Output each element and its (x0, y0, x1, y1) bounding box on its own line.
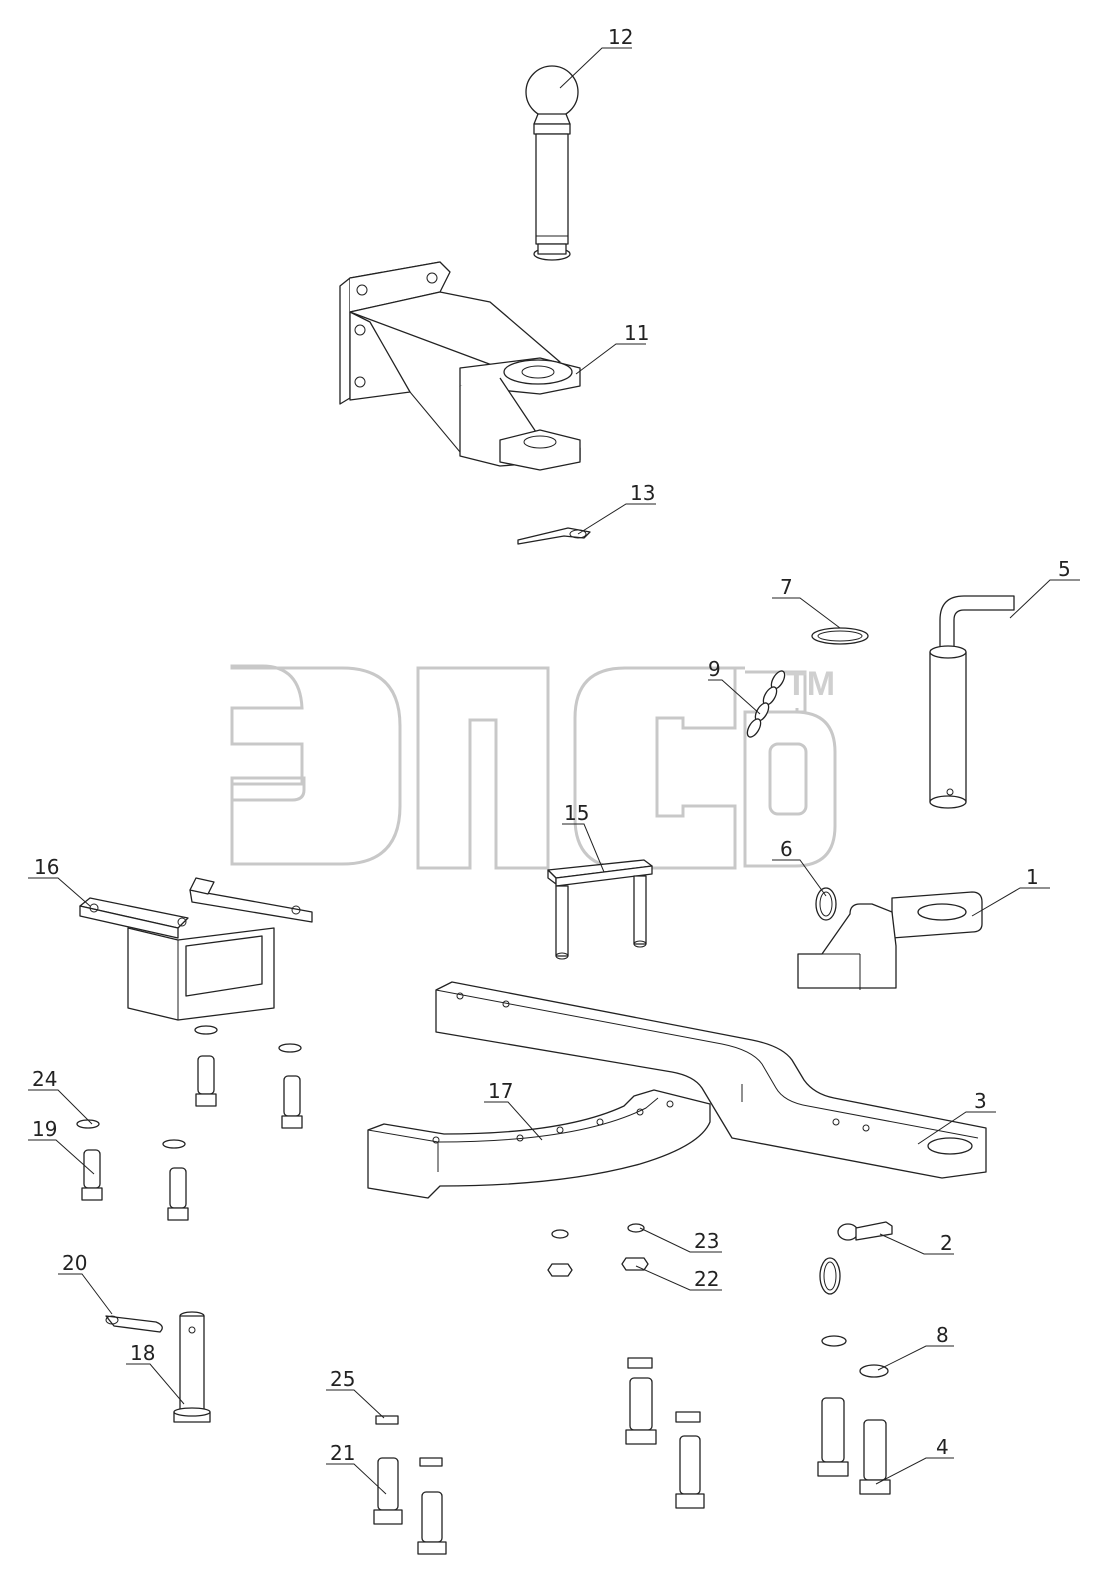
callout-19: 19 (32, 1117, 57, 1141)
part-13-cotter-pin (517, 527, 591, 545)
part-16-cradle (79, 877, 313, 1021)
callout-25: 25 (330, 1367, 355, 1391)
callout-20: 20 (62, 1251, 87, 1275)
part-11-bracket (339, 261, 581, 471)
bolts-bottom-right (625, 1335, 891, 1509)
part-1-hook-housing (797, 891, 983, 990)
part-12-ball-pin (525, 65, 579, 261)
watermark-letter-1-inner (230, 776, 306, 802)
callout-labels: 12 11 13 7 5 9 15 16 6 1 3 24 19 17 23 2… (32, 25, 1071, 1465)
part-2-pin (819, 1221, 893, 1295)
callout-3: 3 (974, 1089, 987, 1113)
callout-16: 16 (34, 855, 59, 879)
callout-6: 6 (780, 837, 793, 861)
part-17-curved-plate (367, 1089, 711, 1199)
part-18-clevis-pin (173, 1311, 211, 1423)
part-5-l-pin (929, 595, 1015, 809)
callout-23: 23 (694, 1229, 719, 1253)
part-6-snap-ring (815, 887, 837, 921)
callout-12: 12 (608, 25, 633, 49)
part-9-chain (746, 670, 786, 738)
callout-8: 8 (936, 1323, 949, 1347)
callout-7: 7 (780, 575, 793, 599)
bolts-bottom-center (373, 1415, 447, 1555)
callout-4: 4 (936, 1435, 949, 1459)
callout-13: 13 (630, 481, 655, 505)
callout-9: 9 (708, 657, 721, 681)
watermark-letter-1 (230, 664, 402, 866)
callout-2: 2 (940, 1231, 953, 1255)
watermark-logo: TM (230, 664, 837, 870)
callout-17: 17 (488, 1079, 513, 1103)
part-20-clip (105, 1315, 163, 1333)
watermark-letter-4 (743, 710, 837, 868)
callout-5: 5 (1058, 557, 1071, 581)
callout-24: 24 (32, 1067, 57, 1091)
callout-15: 15 (564, 801, 589, 825)
part-15-plate (547, 859, 653, 960)
watermark-letter-2 (416, 666, 550, 870)
bolts-left-group (76, 1025, 303, 1221)
watermark-letter-4-inner (768, 742, 808, 816)
callout-1: 1 (1026, 865, 1039, 889)
callout-22: 22 (694, 1267, 719, 1291)
part-3-drawbar (435, 981, 987, 1179)
watermark-trademark: TM (786, 665, 835, 703)
part-7-ring (811, 627, 869, 645)
watermark-letter-3 (573, 666, 737, 870)
callout-11: 11 (624, 321, 649, 345)
leader-lines (28, 47, 1080, 1495)
nuts-washers-center (547, 1223, 649, 1277)
callout-18: 18 (130, 1341, 155, 1365)
callout-21: 21 (330, 1441, 355, 1465)
